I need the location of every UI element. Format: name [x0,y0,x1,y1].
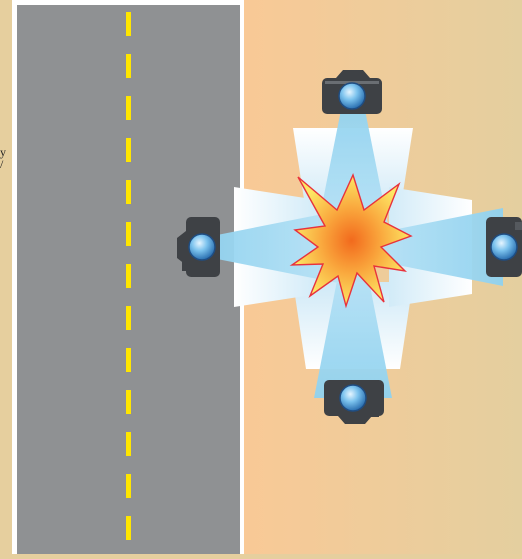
explosion-burst [289,173,413,309]
edge-text-bottom: / [0,157,4,171]
camera-bottom [324,380,384,424]
edge-text: y / [0,146,6,170]
camera-right [486,217,522,277]
beam-bottom [314,250,392,398]
lens-icon [338,82,366,110]
center-line [126,12,131,540]
camera-left [177,217,220,277]
lens-icon [188,233,216,261]
lens-icon [490,233,518,261]
edge-text-top: y [0,145,6,159]
beam-right [352,208,503,286]
camera-top [322,70,382,114]
lens-icon [339,384,367,412]
